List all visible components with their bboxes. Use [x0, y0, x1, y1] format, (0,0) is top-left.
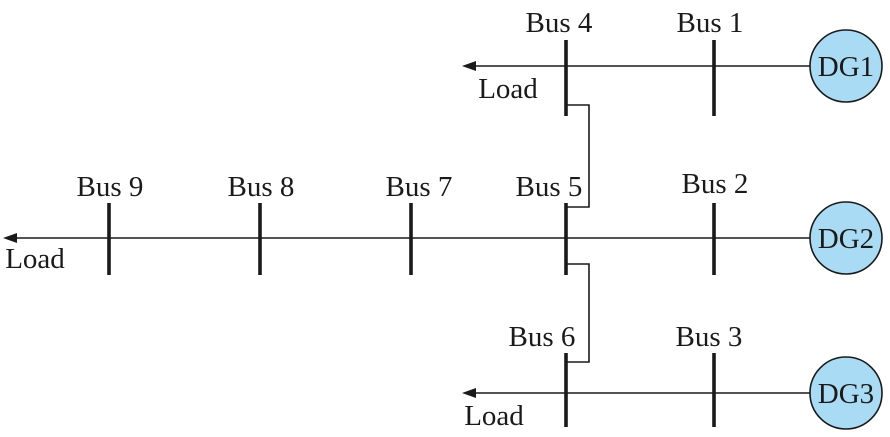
bus8-label: Bus 8 — [228, 171, 295, 203]
bus5-label: Bus 5 — [516, 171, 583, 203]
load-arrow-top — [462, 61, 476, 71]
load-label-top: Load — [478, 73, 538, 105]
generator-dg1-label: DG1 — [818, 51, 874, 83]
load-arrow-middle — [3, 233, 17, 243]
generator-dg1-circle — [809, 29, 883, 103]
generator-dg2-circle — [809, 201, 883, 275]
generator-dg3-circle — [809, 356, 883, 430]
generator-dg2-label: DG2 — [818, 223, 874, 255]
generator-dg3-label: DG3 — [818, 378, 874, 410]
load-arrow-bottom — [462, 388, 476, 398]
bus3-label: Bus 3 — [676, 321, 743, 353]
bus9-label: Bus 9 — [77, 171, 144, 203]
load-label-bottom: Load — [464, 400, 524, 432]
load-label-middle: Load — [5, 243, 65, 275]
bus7-label: Bus 7 — [386, 171, 453, 203]
bus4-label: Bus 4 — [526, 7, 593, 39]
bus1-label: Bus 1 — [677, 7, 744, 39]
tie-line-bus5-bus6 — [566, 263, 590, 363]
bus6-label: Bus 6 — [509, 321, 576, 353]
tie-line-bus4-bus5 — [566, 104, 590, 208]
bus2-label: Bus 2 — [682, 168, 749, 200]
